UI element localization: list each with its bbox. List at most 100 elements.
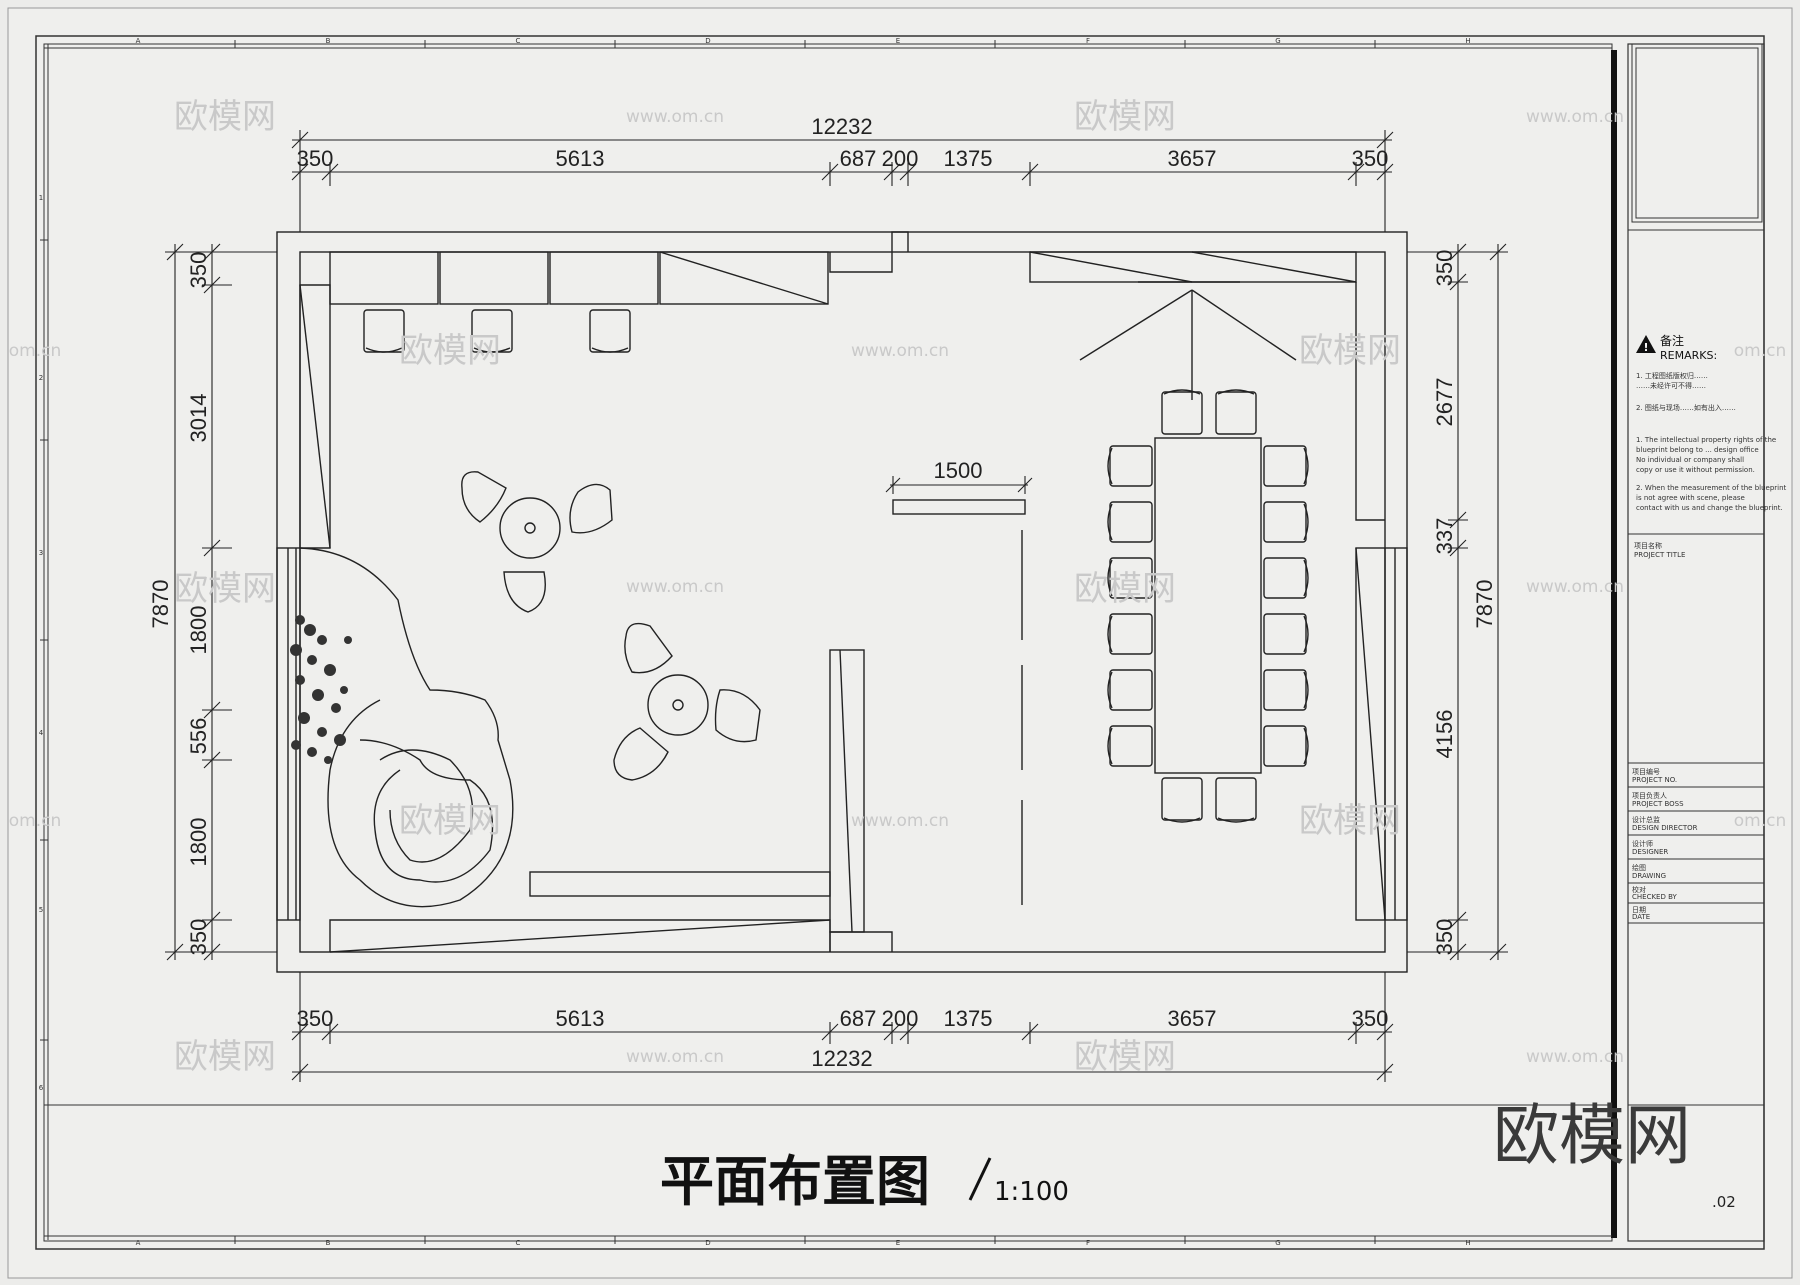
dim-top-seg: 200 — [882, 146, 919, 171]
chair — [1263, 445, 1307, 487]
dim-top-seg: 1375 — [944, 146, 993, 171]
watermark-url: www.om.cn — [1526, 577, 1624, 597]
watermark-brand: 欧模网 — [174, 1037, 276, 1077]
chair — [1161, 777, 1203, 821]
dim-bottom-seg: 5613 — [556, 1006, 605, 1031]
grid-col-label: B — [326, 37, 331, 45]
watermark-brand: 欧模网 — [1074, 569, 1176, 609]
grid-row-label: 1 — [39, 194, 43, 202]
field-label-en: DESIGN DIRECTOR — [1632, 824, 1698, 832]
dim-top-overall: 12232 — [811, 114, 872, 139]
remarks-notes: 1. 工程图纸版权归…… ……未经许可不得…… 2. 图纸与现场……如有出入……… — [1636, 371, 1787, 512]
dim-right-seg: 350 — [1432, 250, 1457, 287]
remark-line: 2. When the measurement of the blueprint — [1636, 484, 1787, 492]
dim-bottom-seg: 687 — [840, 1006, 877, 1031]
chair — [1263, 725, 1307, 767]
lounge-chair — [569, 483, 613, 534]
grid-col-label: F — [1086, 37, 1090, 45]
top-notch-right — [891, 231, 909, 252]
grid-column-labels-top: A B C D E F G H — [136, 37, 1471, 45]
lounge-chair — [714, 689, 761, 743]
field-label: 设计总监 — [1632, 815, 1660, 824]
dim-left-seg: 350 — [186, 919, 211, 956]
grid-col-label: G — [1275, 37, 1280, 45]
drawing-title-text: 平面布置图 — [660, 1150, 930, 1213]
grid-column-labels-bottom: A B C D E F G H — [136, 1239, 1471, 1247]
chair — [1109, 725, 1153, 767]
dim-bottom-seg: 350 — [1352, 1006, 1389, 1031]
field-label: 项目编号 — [1632, 767, 1660, 776]
dimension-lines — [165, 130, 1508, 1082]
watermark-brand: 欧模网 — [399, 801, 501, 841]
watermark-brand: 欧模网 — [1074, 97, 1176, 137]
dim-right-overall: 7870 — [1472, 580, 1497, 629]
grid-col-label: F — [1086, 1239, 1090, 1247]
conference-table — [1154, 437, 1262, 774]
dim-right-seg: 337 — [1432, 518, 1457, 555]
title-block: ! 备注 REMARKS: 1. 工程图纸版权归…… ……未经许可不得…… 2.… — [1627, 43, 1787, 1242]
grid-row-label: 4 — [39, 729, 44, 737]
partition-screen — [892, 499, 1026, 515]
cabinet — [659, 251, 829, 305]
dim-bottom-seg: 1375 — [944, 1006, 993, 1031]
watermark-url: om.cn — [9, 811, 62, 831]
curved-sofa — [299, 547, 514, 908]
watermark-brand: 欧模网 — [1074, 1037, 1176, 1077]
bottom-bench — [329, 919, 831, 952]
watermark-url: www.om.cn — [1526, 1047, 1624, 1067]
cabinet — [549, 251, 659, 305]
dim-left-overall: 7870 — [148, 580, 173, 629]
remark-line: copy or use it without permission. — [1636, 466, 1755, 474]
field-label-en: PROJECT BOSS — [1632, 800, 1684, 808]
chair — [1109, 613, 1153, 655]
grid-col-label: D — [705, 37, 710, 45]
field-label: 校对 — [1632, 885, 1646, 894]
grid-col-label: C — [516, 1239, 521, 1247]
dim-bottom-seg: 200 — [882, 1006, 919, 1031]
floor-plan — [276, 231, 1408, 973]
grid-col-label: A — [136, 37, 141, 45]
dim-left-seg: 3014 — [186, 394, 211, 443]
chair — [1263, 669, 1307, 711]
field-label-en: DRAWING — [1632, 872, 1666, 880]
watermark-url: www.om.cn — [1526, 107, 1624, 127]
round-table — [647, 674, 709, 736]
watermark-url: www.om.cn — [626, 1047, 724, 1067]
field-label-en: CHECKED BY — [1632, 893, 1678, 901]
dim-left-seg: 1800 — [186, 818, 211, 867]
watermark-url: om.cn — [1734, 341, 1787, 361]
chair — [1263, 557, 1307, 599]
chair — [1109, 445, 1153, 487]
round-table — [499, 497, 561, 559]
field-label: 设计师 — [1632, 839, 1653, 848]
warning-icon — [1636, 335, 1656, 353]
watermark-url: om.cn — [9, 341, 62, 361]
right-window — [1355, 547, 1408, 921]
remark-line: 1. The intellectual property rights of t… — [1636, 436, 1776, 444]
top-notch — [829, 252, 893, 273]
grid-col-label: D — [705, 1239, 710, 1247]
dim-left-seg: 1800 — [186, 606, 211, 655]
watermark-url: www.om.cn — [626, 107, 724, 127]
dimension-texts: 12232 350 5613 687 200 1375 3657 350 350… — [148, 114, 1497, 1071]
chair — [1215, 777, 1257, 821]
lounge-chair — [613, 727, 669, 781]
dim-right-seg: 2677 — [1432, 378, 1457, 427]
cabinet — [329, 251, 439, 305]
watermark-url: www.om.cn — [626, 577, 724, 597]
watermark-brand: 欧模网 — [174, 97, 276, 137]
dim-bottom-seg: 3657 — [1168, 1006, 1217, 1031]
lounge-chair — [461, 471, 507, 523]
remark-line: No individual or company shall — [1636, 456, 1744, 464]
watermark-url: om.cn — [1734, 811, 1787, 831]
dim-top-seg: 350 — [1352, 146, 1389, 171]
dim-top-seg: 5613 — [556, 146, 605, 171]
watermark-brand: 欧模网 — [1299, 801, 1401, 841]
lounge-chair — [503, 571, 546, 613]
grid-col-label: G — [1275, 1239, 1280, 1247]
grid-row-label: 2 — [39, 374, 43, 382]
lounge-chair — [624, 622, 673, 674]
grid-col-label: E — [896, 1239, 900, 1247]
watermark-brand: 欧模网 — [174, 569, 276, 609]
remark-line: blueprint belong to ... design office — [1636, 446, 1759, 454]
